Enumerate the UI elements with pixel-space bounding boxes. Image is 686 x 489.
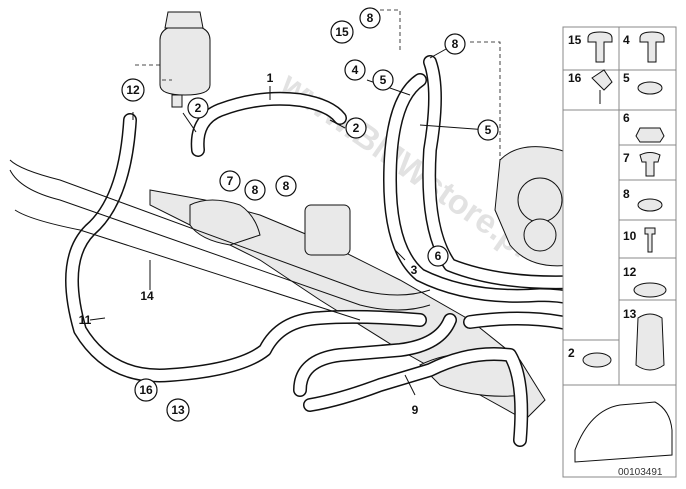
washer-5-icon — [637, 81, 663, 95]
callout-label: 2 — [195, 101, 202, 115]
callout-label: 5 — [380, 73, 387, 87]
callout-c16: 16 — [134, 378, 158, 402]
callout-c11: 11 — [79, 313, 92, 327]
panel-label-4: 4 — [623, 33, 630, 47]
callout-circle — [134, 378, 158, 402]
callout-circle — [275, 175, 297, 197]
callout-circle — [477, 119, 499, 141]
callout-label: 13 — [171, 403, 185, 417]
callout-c7: 7 — [219, 170, 241, 192]
callout-c12: 12 — [121, 78, 145, 102]
callout-label: 8 — [452, 37, 459, 51]
parts-panel: 15 4 16 5 6 7 8 10 12 13 2 — [562, 26, 677, 478]
panel-label-2: 2 — [568, 346, 575, 360]
panel-label-6: 6 — [623, 111, 630, 125]
banjo-bolt-icon — [639, 31, 665, 63]
bolt-7-icon — [639, 152, 661, 177]
panel-label-5: 5 — [623, 71, 630, 85]
cooler-line-14 — [9, 159, 431, 296]
callout-c8b: 8 — [444, 33, 466, 55]
callout-label: 15 — [335, 25, 349, 39]
callout-c3: 3 — [411, 263, 418, 277]
washer-8-icon — [637, 198, 663, 212]
callout-circle — [244, 179, 266, 201]
callout-c5a: 5 — [372, 69, 394, 91]
hose-clamp-12-icon — [633, 282, 667, 298]
callout-label: 2 — [353, 121, 360, 135]
bolt-10-icon — [644, 227, 656, 253]
callout-c2b: 2 — [345, 117, 367, 139]
panel-label-12: 12 — [623, 265, 637, 279]
callout-circle — [372, 69, 394, 91]
panel-label-8: 8 — [623, 187, 630, 201]
callout-c13: 13 — [166, 398, 190, 422]
callout-label: 5 — [485, 123, 492, 137]
panel-label-7: 7 — [623, 151, 630, 165]
bracket-13-icon — [635, 313, 665, 371]
callout-c14: 14 — [140, 289, 154, 303]
panel-label-13: 13 — [623, 307, 637, 321]
callout-c5b: 5 — [477, 119, 499, 141]
callout-c8c: 8 — [244, 179, 266, 201]
callout-circle — [121, 78, 145, 102]
callout-c15: 15 — [330, 20, 354, 44]
callout-circle — [330, 20, 354, 44]
callout-label: 14 — [140, 289, 154, 303]
callout-label: 6 — [435, 249, 442, 263]
callout-c4: 4 — [344, 59, 366, 81]
screw-15-icon — [587, 31, 613, 63]
callout-c6: 6 — [427, 245, 449, 267]
reservoir-illustration — [159, 11, 211, 108]
callout-label: 4 — [352, 63, 359, 77]
callout-label: 1 — [267, 71, 274, 85]
clip-16-icon — [591, 69, 613, 91]
callout-c9: 9 — [412, 403, 419, 417]
callout-c8a: 8 — [359, 7, 381, 29]
callout-label: 8 — [252, 183, 259, 197]
callout-circle — [345, 117, 367, 139]
callout-circle — [166, 398, 190, 422]
callout-label: 9 — [412, 403, 419, 417]
callout-label: 3 — [411, 263, 418, 277]
panel-label-10: 10 — [623, 229, 637, 243]
callout-label: 11 — [79, 313, 92, 327]
callout-circle — [344, 59, 366, 81]
reference-number: 00103491 — [618, 467, 663, 478]
callout-c1: 1 — [267, 71, 274, 85]
callout-circle — [444, 33, 466, 55]
callout-circle — [219, 170, 241, 192]
vehicle-silhouette-icon — [574, 401, 673, 463]
callout-label: 8 — [283, 179, 290, 193]
callout-circle — [359, 7, 381, 29]
callout-label: 16 — [139, 383, 153, 397]
callout-label: 8 — [367, 11, 374, 25]
hose-clamp-2-icon — [582, 352, 612, 368]
callout-label: 12 — [126, 83, 140, 97]
panel-label-16: 16 — [568, 71, 582, 85]
callout-c8d: 8 — [275, 175, 297, 197]
panel-label-15: 15 — [568, 33, 582, 47]
nut-6-icon — [635, 127, 665, 143]
callout-label: 7 — [227, 174, 234, 188]
callout-circle — [187, 97, 209, 119]
callout-c2a: 2 — [187, 97, 209, 119]
callout-circle — [427, 245, 449, 267]
